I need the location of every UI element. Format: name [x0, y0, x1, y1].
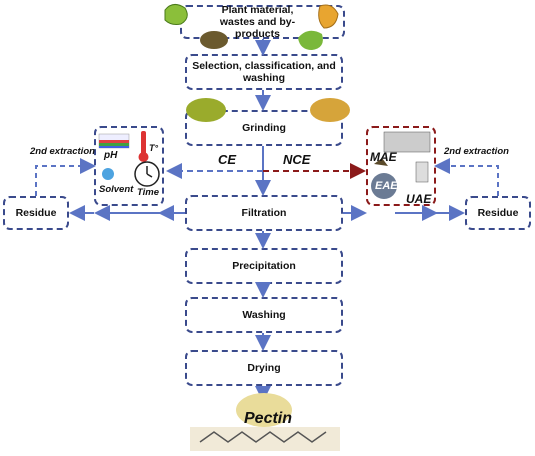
- washing-label: Washing: [242, 309, 286, 321]
- selection-label: Selection, classification, and washing: [192, 60, 336, 84]
- drying-label: Drying: [247, 362, 281, 374]
- eae-label: EAE: [375, 180, 398, 192]
- box-residue-right: Residue: [465, 196, 531, 230]
- ce-label: CE: [218, 152, 237, 167]
- ce-icons: [98, 131, 160, 187]
- ph-label: pH: [104, 150, 118, 161]
- mae-label: MAE: [370, 150, 397, 164]
- box-precipitation: Precipitation: [185, 248, 343, 284]
- box-residue-left: Residue: [3, 196, 69, 230]
- box-washing: Washing: [185, 297, 343, 333]
- residue-left-label: Residue: [15, 207, 57, 219]
- left-second-extraction-path: [35, 158, 96, 196]
- left-extraction-label: 2nd extraction: [30, 146, 95, 157]
- precipitation-label: Precipitation: [232, 260, 296, 272]
- pectin-graphic: [190, 393, 340, 451]
- box-grinding: Grinding: [185, 110, 343, 146]
- nce-icons: [371, 131, 431, 199]
- grinding-label: Grinding: [242, 122, 286, 134]
- solvent-label: Solvent: [99, 184, 134, 195]
- box-filtration: Filtration: [185, 195, 343, 231]
- uae-label: UAE: [406, 192, 432, 206]
- residue-right-label: Residue: [477, 207, 519, 219]
- time-label: Time: [137, 187, 160, 198]
- pectin-label: Pectin: [244, 410, 293, 427]
- plant-material-label: Plant material, wastes and by-products: [219, 4, 296, 40]
- temp-label: T°: [149, 143, 159, 153]
- right-extraction-label: 2nd extraction: [444, 146, 509, 157]
- box-drying: Drying: [185, 350, 343, 386]
- plant-images: [164, 4, 350, 122]
- filtration-label: Filtration: [241, 207, 287, 219]
- nce-label: NCE: [283, 152, 311, 167]
- right-second-extraction-path: [434, 158, 499, 196]
